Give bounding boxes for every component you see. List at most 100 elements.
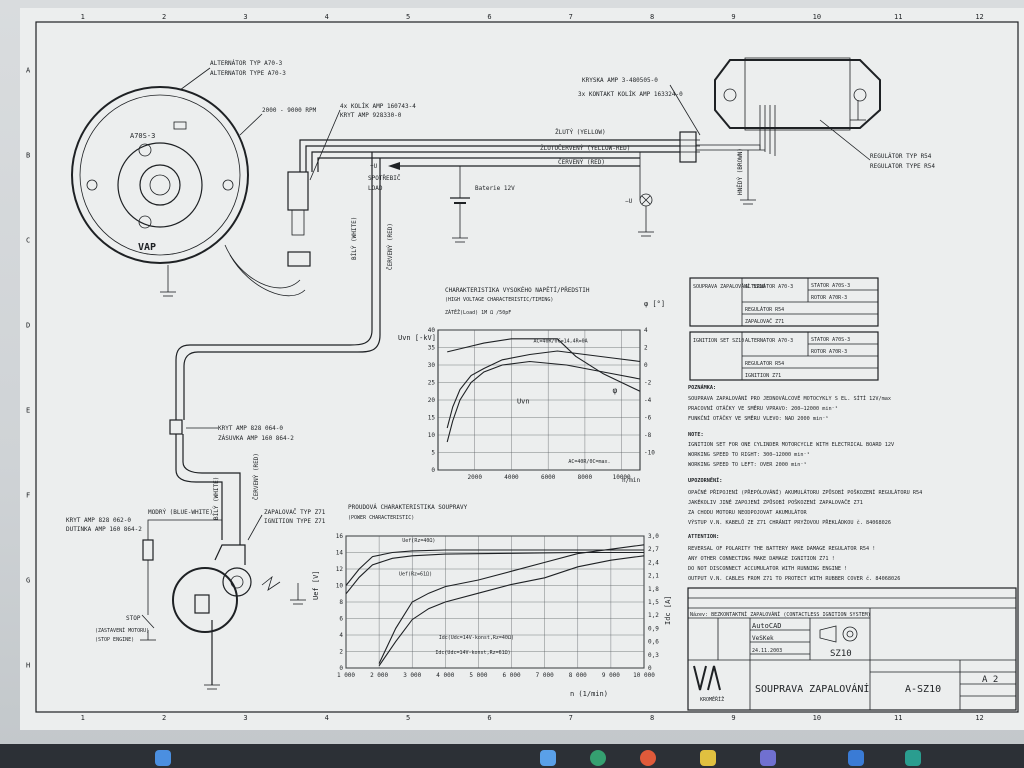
warn-en3: DO NOT DISCONNECT ACCUMULATOR WITH RUNNI… xyxy=(688,566,847,572)
row2-alt: ALTERNATOR A70-3 xyxy=(745,338,793,344)
row2-stator: STATOR A70S-3 xyxy=(811,337,850,343)
plus-u-label: +U xyxy=(370,163,378,170)
power-y2-tick: 2,1 xyxy=(648,573,659,580)
warn-cz2: JAKÉKOLIV JINÉ ZAPOJENÍ ZPŮSOBÍ POŠKOZEN… xyxy=(688,498,863,506)
power-y-tick: 16 xyxy=(336,533,344,540)
hv-chart-subtitle: (HIGH VOLTAGE CHARACTERISTIC/TIMING) xyxy=(445,297,553,303)
power-y-tick: 2 xyxy=(339,649,343,656)
power-y2-tick: 2,4 xyxy=(648,559,659,566)
power-x-tick: 4 000 xyxy=(436,672,454,679)
app-icon-5[interactable] xyxy=(700,750,716,766)
hv-x-tick: 6000 xyxy=(541,474,556,481)
vap-logo-icon xyxy=(693,665,721,691)
hv-chart-y2label: φ [°] xyxy=(644,300,665,308)
warn-cz1: OPAČNÉ PŘIPOJENÍ (PŘEPÓLOVÁNÍ) AKUMULÁTO… xyxy=(688,488,922,496)
row1-alt: ALTERNÁTOR A70-3 xyxy=(745,283,793,290)
hv-y2-tick: -6 xyxy=(644,415,652,422)
power-y-tick: 6 xyxy=(339,616,343,623)
battery-label: Baterie 12V xyxy=(475,185,515,192)
hv-y-tick: 35 xyxy=(428,345,436,352)
note-heading-cz: POZNÁMKA: xyxy=(688,384,716,391)
border-letter: C xyxy=(26,237,30,245)
border-number: 12 xyxy=(975,13,983,21)
brown-wire-label: HNĚDÝ (BROWN) xyxy=(736,148,744,195)
border-letter: H xyxy=(26,662,30,670)
reg-conn-line2: 3x KONTAKT KOLÍK AMP 163324-0 xyxy=(578,90,683,98)
border-number: 9 xyxy=(731,13,735,21)
border-letter: D xyxy=(26,322,30,330)
ignition-unit: ZAPALOVAČ TYP Z71 IGNITION TYPE Z71 MODR… xyxy=(66,509,326,690)
app-icon-7[interactable] xyxy=(848,750,864,766)
hv-annotation-phi: φ xyxy=(612,386,617,395)
power-y-tick: 4 xyxy=(339,632,343,639)
power-y2-tick: 0,3 xyxy=(648,652,659,659)
white-wire-label-lower: BÍLÝ (WHITE) xyxy=(212,477,220,520)
ignition-cz: ZAPALOVAČ TYP Z71 xyxy=(264,509,326,516)
border-number: 6 xyxy=(487,13,491,21)
border-letter: F xyxy=(26,492,30,500)
border-number: 11 xyxy=(894,13,902,21)
tb-title: SOUPRAVA ZAPALOVÁNÍ xyxy=(755,682,869,695)
power-y2-tick: 1,8 xyxy=(648,586,659,593)
power-annotation-1: Uef(Rz=40Ω) xyxy=(402,538,435,544)
row1-reg: REGULÁTOR R54 xyxy=(745,306,784,313)
blue-white-label: MODRÝ (BLUE-WHITE) xyxy=(148,509,213,516)
power-y-tick: 14 xyxy=(336,550,344,557)
border-number-bottom: 11 xyxy=(894,714,902,722)
power-y2-tick: 0 xyxy=(648,665,652,672)
border-number-bottom: 8 xyxy=(650,714,654,722)
app-icon-4[interactable] xyxy=(640,750,656,766)
warn-heading-cz: UPOZORNĚNÍ: xyxy=(688,476,722,484)
hv-series-2 xyxy=(447,338,641,392)
app-icon-6[interactable] xyxy=(760,750,776,766)
app-icon-8[interactable] xyxy=(905,750,921,766)
hv-x-tick: 4000 xyxy=(504,474,519,481)
hv-y2-tick: -8 xyxy=(644,432,652,439)
power-y2-tick: 3,0 xyxy=(648,533,659,540)
border-number: 3 xyxy=(243,13,247,21)
hv-y2-tick: 4 xyxy=(644,327,648,334)
warn-cz4: VÝSTUP V.N. KABELŮ ZE Z71 CHRÁNIT PRYŽOV… xyxy=(688,518,891,526)
hv-y-tick: 40 xyxy=(428,327,436,334)
conn-line2: KRYT AMP 928330-0 xyxy=(340,112,402,119)
hv-y-tick: 0 xyxy=(431,467,435,474)
hv-annotation-1: AC=40R/0C=14,4R=0A xyxy=(533,338,587,344)
regulator-cz: REGULÁTOR TYP R54 xyxy=(870,153,932,160)
row1-set: SOUPRAVA ZAPALOVÁNÍ SZ10 xyxy=(693,282,765,290)
app-icon-1[interactable] xyxy=(155,750,171,766)
border-letter: G xyxy=(26,577,30,585)
hv-y-tick: 20 xyxy=(428,397,436,404)
wire-yellow: ŽLUTÝ (YELLOW) xyxy=(555,128,606,136)
hv-annotation-2: AC=40R/0C=max. xyxy=(568,459,610,465)
hv-y2-tick: -10 xyxy=(644,450,655,457)
alt-logo: VAP xyxy=(138,242,156,253)
border-number: 5 xyxy=(406,13,410,21)
app-icon-3[interactable] xyxy=(590,750,606,766)
power-y2-tick: 1,2 xyxy=(648,612,659,619)
mid-conn-line1: KRYT AMP 828 064-0 xyxy=(218,425,283,432)
hv-x-tick: 8000 xyxy=(578,474,593,481)
note-cz1: SOUPRAVA ZAPALOVÁNÍ PRO JEDNOVÁLCOVÉ MOT… xyxy=(688,394,891,402)
power-chart-title: PROUDOVÁ CHARAKTERISTIKA SOUPRAVY xyxy=(348,504,468,511)
hv-chart-xlabel: n/min xyxy=(622,477,640,484)
title-block: Název: BEZKONTAKTNÍ ZAPALOVÁNÍ (CONTACTL… xyxy=(687,587,1017,711)
power-x-tick: 6 000 xyxy=(503,672,521,679)
alt-model-label: A70S-3 xyxy=(130,132,155,140)
power-annotation-4: Idc(Udc=14V-konst,Rz=61Ω) xyxy=(435,650,510,656)
note-heading-en: NOTE: xyxy=(688,432,704,438)
border-letter: E xyxy=(26,407,30,415)
power-x-tick: 10 000 xyxy=(633,672,655,679)
hv-chart-ylabel: Uvn [-kV] xyxy=(398,334,436,342)
hv-y2-tick: -4 xyxy=(644,397,652,404)
alt-type-cz: ALTERNÁTOR TYP A70-3 xyxy=(210,60,283,67)
row1-rotor: ROTOR A70R-3 xyxy=(811,295,847,301)
border-number-bottom: 3 xyxy=(243,714,247,722)
border-number-bottom: 9 xyxy=(731,714,735,722)
app-icon-2[interactable] xyxy=(540,750,556,766)
hv-chart: CHARAKTERISTIKA VYSOKÉHO NAPĚTÍ/PŘEDSTIH… xyxy=(398,286,665,484)
border-number: 8 xyxy=(650,13,654,21)
